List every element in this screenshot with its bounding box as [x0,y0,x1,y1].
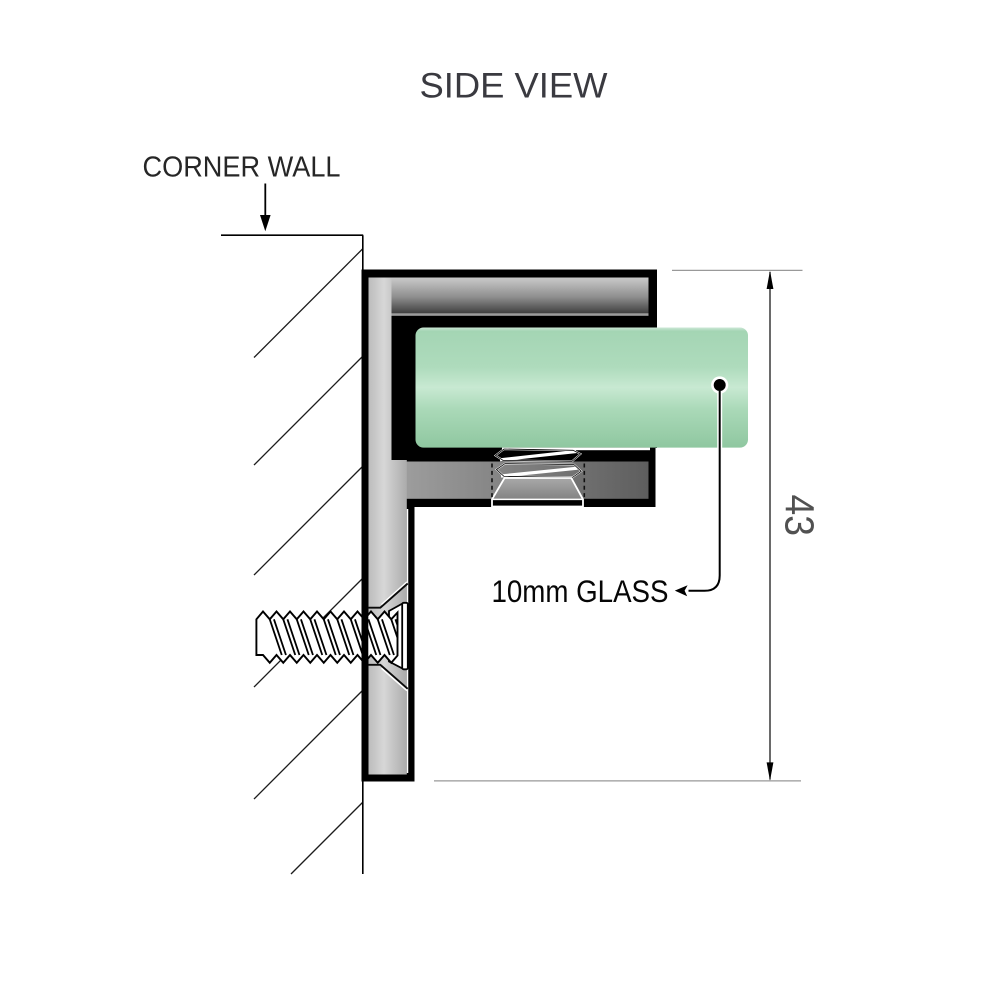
svg-text:CORNER WALL: CORNER WALL [143,150,341,182]
svg-text:43: 43 [777,495,823,537]
svg-text:10mm GLASS: 10mm GLASS [492,573,669,609]
svg-text:SIDE VIEW: SIDE VIEW [420,65,608,105]
